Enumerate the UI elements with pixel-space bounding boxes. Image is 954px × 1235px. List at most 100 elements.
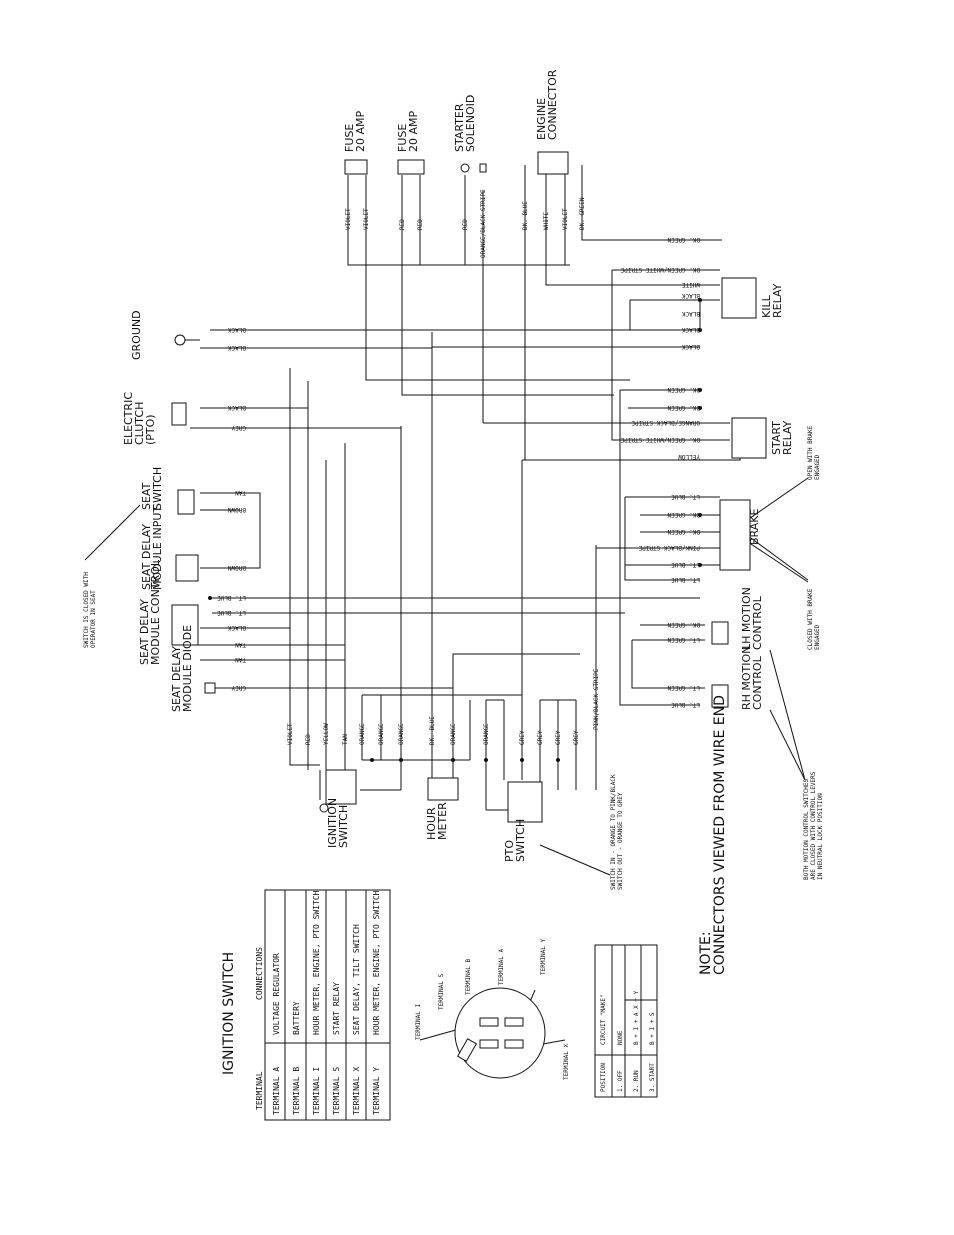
label-electric-clutch: ELECTRICCLUTCH(PTO) [122,392,157,445]
wire-right-label: ORANGE/BLACK STRIPE [631,419,700,426]
wire-left-label: BROWN [228,506,246,513]
wire-left-label: TAN [235,489,246,496]
wire-left-label: BLACK [228,404,246,411]
label-brake: BRAKE [748,509,761,545]
start-relay-icon [731,417,767,459]
wire-top-label: ORANGE/BLACK STRIPE [480,189,487,258]
lh-motion-icon [711,621,729,645]
note-motion-closed: BOTH MOTION CONTROL SWITCHESARE CLOSED W… [803,771,824,880]
terminal-label: TERMINAL B [465,958,472,995]
wire-bottom-label: ORANGE [398,723,405,745]
wire-right-label: DK. GREEN [667,386,700,393]
label-starter-solenoid: STARTERSOLENOID [453,95,477,152]
ignition-table-terminal: TERMINAL Y [372,1067,381,1115]
label-ground: GROUND [130,310,143,360]
wire-bottom-label: RED [305,734,312,745]
starter-term-icon [479,163,487,173]
brake-switch-icon [719,499,751,571]
seat-switch-icon [177,489,195,515]
label-fuse1: FUSE20 AMP [343,110,367,152]
wire-right-label: WHITE [682,281,700,288]
wire-top-label: DK. GREEN [579,197,586,230]
label-seat-delay-control: SEAT DELAYMODULE CONTROL [138,559,162,665]
wire-left-label: BLACK [228,326,246,333]
wire-right-label: DK. GREEN [667,528,700,535]
label-ignition-switch: IGNITIONSWITCH [326,798,350,848]
ignition-table-terminal: TERMINAL I [312,1067,321,1115]
ignition-table-terminal: TERMINAL X [352,1067,361,1115]
terminal-label: TERMINAL I [415,1003,422,1040]
position-table-header: POSITION [600,1063,607,1092]
wire-bottom-label: GREY [519,730,526,745]
wire-top-label: VIOLET [345,208,352,230]
seat-delay-input-icon [175,554,199,582]
wire-bottom-label: ORANGE [450,723,457,745]
clutch-icon [171,402,187,426]
ignition-table-connection: VOLTAGE REGULATOR [272,953,281,1035]
wire-bottom-label: GREY [537,730,544,745]
pto-switch-icon [507,781,543,823]
wire-bottom-label: GREY [573,730,580,745]
diode-icon [204,682,216,694]
hour-meter-icon [427,777,459,801]
wire-left-label: LT. BLUE [217,594,246,601]
label-start-relay: STARTRELAY [770,420,794,455]
ignition-table-header: CONNECTIONS [255,947,264,1000]
ignition-table-connection: START RELAY [332,982,341,1035]
wire-right-label: LT. BLUE [671,576,700,583]
ignition-table-connection: SEAT DELAY, TILT SWITCH [352,924,361,1035]
wire-left-label: GREY [231,424,246,431]
terminal-label: TERMINAL X [563,1043,570,1080]
wire-top-label: RED [399,219,406,230]
wire-left-label: BLACK [228,344,246,351]
wire-right-label: BLACK [682,310,700,317]
wire-top-label: RED [417,219,424,230]
wire-left-label: BROWN [228,564,246,571]
wire-bottom-label: DK. BLUE [429,716,436,745]
rh-motion-icon [711,684,729,708]
wire-bottom-label: YELLOW [323,723,330,745]
wire-right-label: DK. GREEN/WHITE STRIPE [620,436,700,443]
note-seat-closed: SWITCH IS CLOSED WITHOPERATOR IN SEAT [83,572,97,648]
note-brake-closed: CLOSED WITH BRAKEENGAGED [807,588,821,650]
kill-relay-icon [721,277,757,319]
wire-right-label: LT. GREEN [667,684,700,691]
ignition-table-title: IGNITION SWITCH [221,952,237,1075]
position-table-make: B + I + S [649,1012,656,1045]
component-shapes [171,151,767,1079]
wire-left-label: BLACK [228,624,246,631]
wire-bottom-label: ORANGE [483,723,490,745]
wire-top-label: DK. BLUE [522,201,529,230]
position-table-pos: 3. START [649,1063,656,1092]
wire-right-label: LT. GREEN [667,636,700,643]
terminal-label: TERMINAL A [498,948,505,985]
wire-right-label: DK. GREEN/WHITE STRIPE [620,266,700,273]
seat-delay-control-icon [171,604,199,646]
label-pto-switch: PTOSWITCH [503,819,527,862]
position-table [594,944,658,1098]
ground-icon [174,334,186,346]
ignition-table-connection: HOUR METER, ENGINE, PTO SWITCH [372,890,381,1035]
label-lh-motion: LH MOTIONCONTROL [740,587,764,650]
wire-left-label: GREY [231,684,246,691]
note-brake-open: OPEN WITH BRAKEENGAGED [807,425,821,480]
ignition-table-terminal: TERMINAL A [272,1067,281,1115]
wire-top-label: RED [462,219,469,230]
label-engine-connector: ENGINECONNECTOR [535,69,559,140]
wire-bottom-label: GREY [555,730,562,745]
wire-right-label: LT. BLUE [671,561,700,568]
position-table-make: B + I + A X + Y [633,990,640,1045]
ignition-table-connection: HOUR METER, ENGINE, PTO SWITCH [312,890,321,1035]
starter-solenoid-icon [460,163,470,173]
engine-connector-icon [537,151,569,175]
wire-right-label: BLACK [682,326,700,333]
wire-bottom-label: VIOLET [287,723,294,745]
ignition-face-icon [454,987,546,1079]
junction-dots [208,298,702,762]
ignition-table-terminal: TERMINAL B [292,1067,301,1115]
position-table-make: NONE [617,1030,624,1045]
wire-top-label: VIOLET [363,208,370,230]
wire-right-label: LT. BLUE [671,493,700,500]
wire-right-label: DK. GREEN [667,236,700,243]
